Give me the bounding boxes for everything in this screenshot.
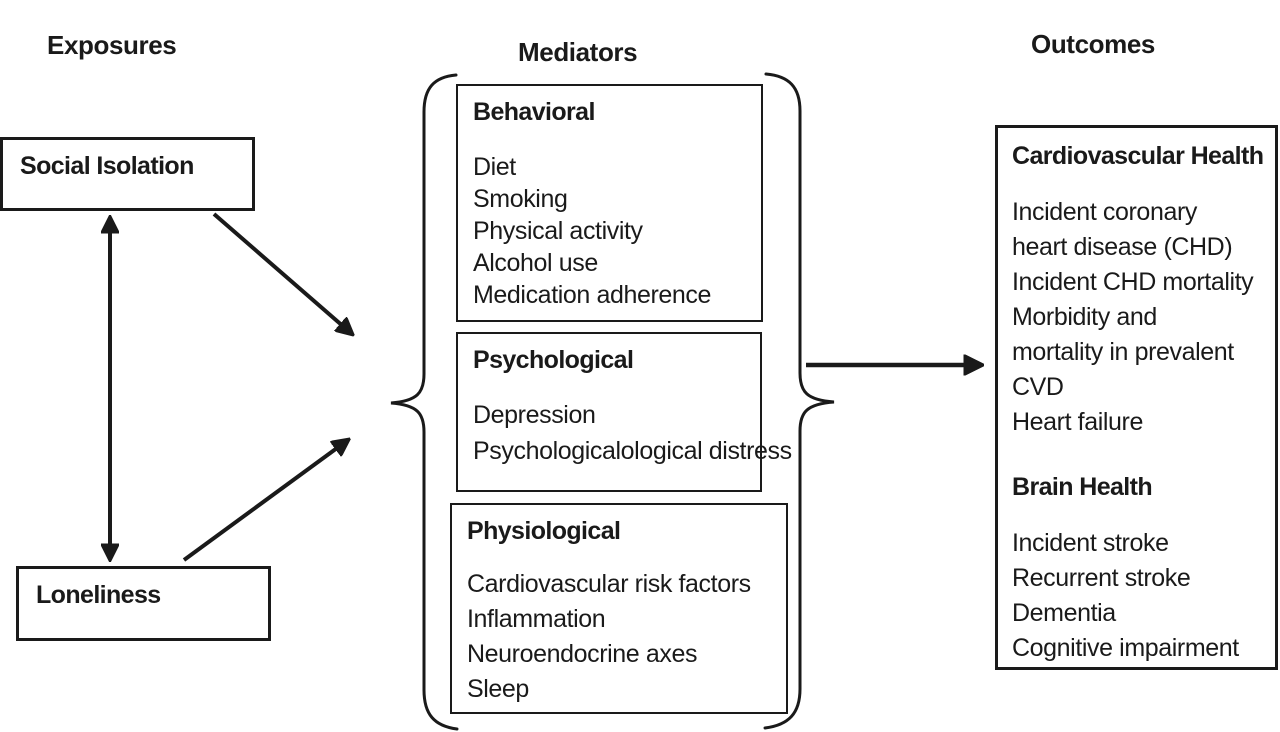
left-brace [390,73,459,731]
list-item: Alcohol use [473,249,598,277]
right-brace [763,72,835,730]
social-isolation-label: Social Isolation [20,152,194,180]
physiological-list: Cardiovascular risk factors Inflammation… [467,567,780,707]
list-item: Depression [473,401,596,429]
loneliness-label: Loneliness [36,581,161,609]
list-item: Medication adherence [473,281,711,309]
list-item: Smoking [473,185,568,213]
behavioral-mediators-box: Behavioral Diet Smoking Physical activit… [456,84,763,322]
list-item: Psychologicalological distress [473,437,792,465]
list-item: Sleep [467,675,529,703]
cardiovascular-health-title: Cardiovascular Health [1012,142,1264,170]
list-item: Morbidity and [1012,303,1157,331]
psychological-list: Depression Psychologicalological distres… [473,397,792,469]
loneliness-box: Loneliness [16,566,271,641]
list-item: Neuroendocrine axes [467,640,698,668]
list-item: Physical activity [473,217,643,245]
psychological-mediators-box: Psychological Depression Psychologicalol… [456,332,792,492]
brain-health-title: Brain Health [1012,473,1153,501]
list-item: Heart failure [1012,408,1143,436]
physiological-mediators-box: Physiological Cardiovascular risk factor… [450,503,788,714]
list-item: Cognitive impairment [1012,634,1239,662]
social-isolation-box: Social Isolation [0,137,255,211]
physiological-title: Physiological [467,517,621,545]
psychological-title: Psychological [473,346,634,374]
list-item: Incident stroke [1012,529,1169,557]
behavioral-title: Behavioral [473,98,595,126]
list-item: Cardiovascular risk factors [467,570,751,598]
cardiovascular-health-list: Incident coronary heart disease (CHD) In… [1012,195,1269,440]
outcomes-box: Cardiovascular Health Incident coronary … [995,125,1278,670]
outcomes-heading: Outcomes [1031,29,1155,59]
mediators-heading: Mediators [518,37,638,67]
brain-health-list: Incident stroke Recurrent stroke Dementi… [1012,526,1269,666]
list-item: heart disease (CHD) [1012,233,1233,261]
list-item: Recurrent stroke [1012,564,1191,592]
list-item: Incident coronary [1012,198,1197,226]
arrow-loneliness-to-mediators [182,440,348,562]
list-item: Incident CHD mortality [1012,268,1254,296]
list-item: mortality in prevalent [1012,338,1234,366]
behavioral-list: Diet Smoking Physical activity Alcohol u… [473,151,755,311]
list-item: Diet [473,153,516,181]
exposures-heading: Exposures [47,30,177,60]
list-item: Inflammation [467,605,606,633]
arrow-social-isolation-to-mediators [212,212,352,334]
list-item: CVD [1012,373,1064,401]
list-item: Dementia [1012,599,1116,627]
